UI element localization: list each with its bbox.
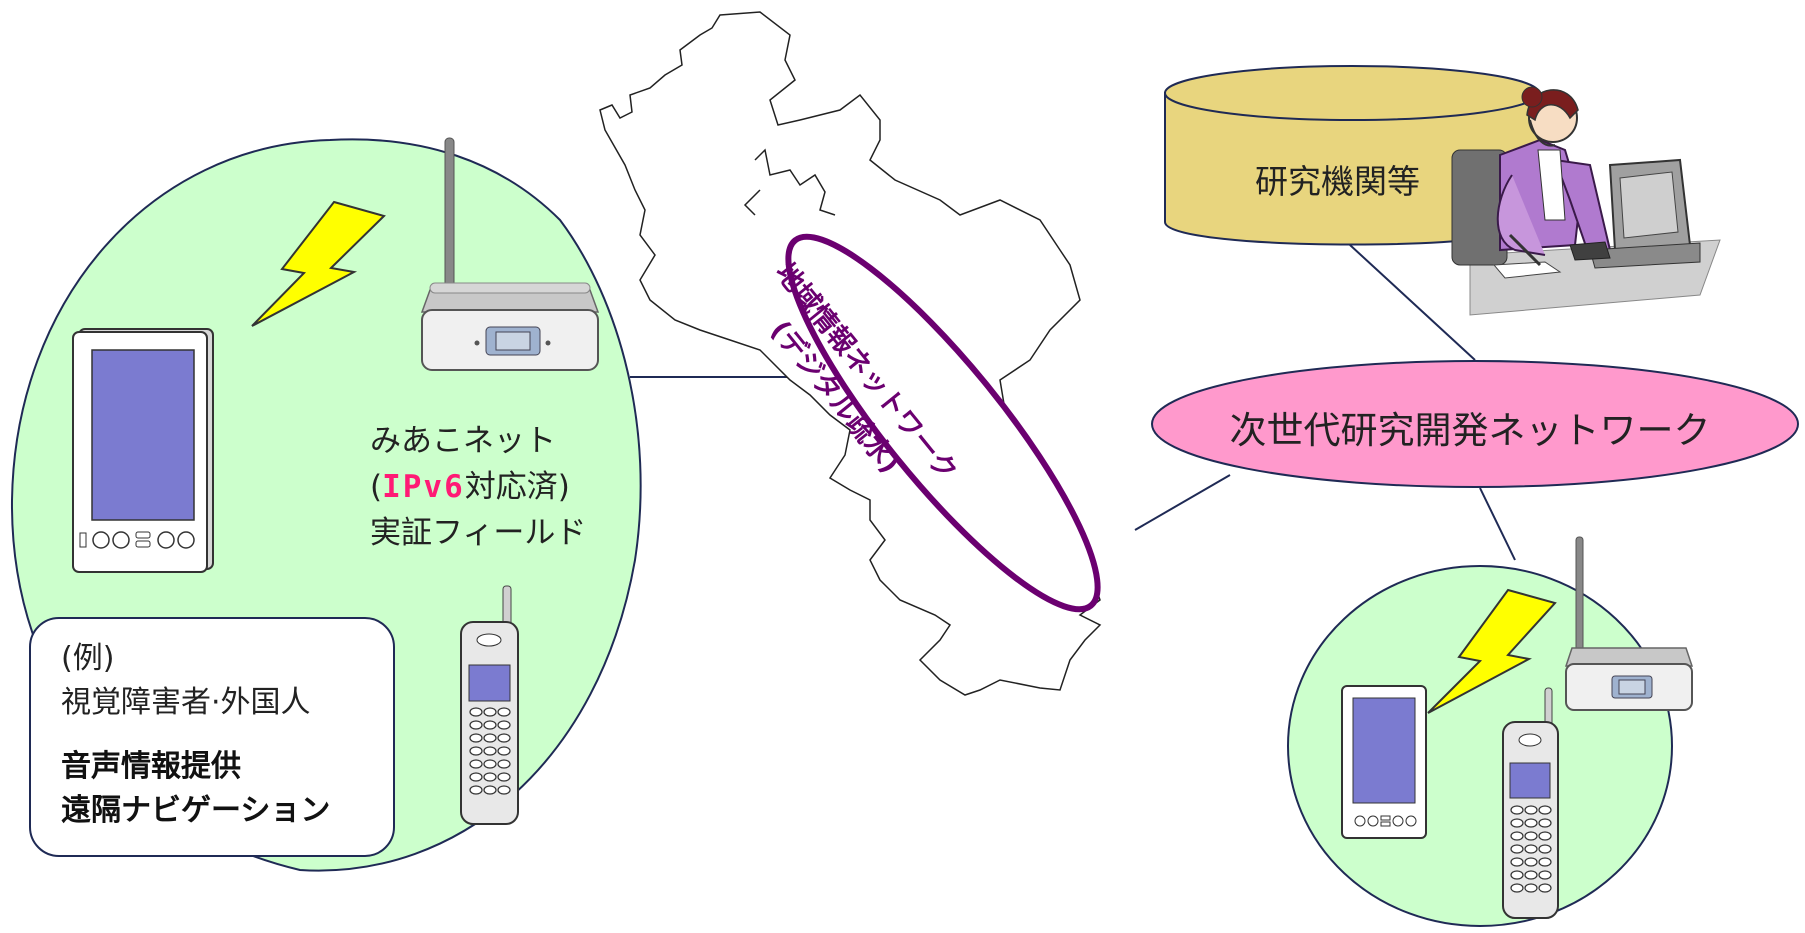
nextgen-network-ellipse xyxy=(1151,360,1799,488)
lightning-icon xyxy=(251,200,386,327)
field-name-line2: (IPv6対応済) xyxy=(370,464,586,510)
example-line2: 視覚障害者·外国人 xyxy=(61,685,311,720)
field-label: みあこネット (IPv6対応済) 実証フィールド xyxy=(370,418,586,556)
line-nextgen-to-field2 xyxy=(1479,487,1516,561)
example-line4: 遠隔ナビゲーション xyxy=(61,793,331,828)
research-org-cylinder xyxy=(1164,65,1541,246)
field-name-line2-rest: 対応済) xyxy=(464,469,570,505)
line-regional-to-nextgen xyxy=(1134,474,1231,531)
field-name-line3: 実証フィールド xyxy=(370,515,587,551)
ipv6-accent: IPv6 xyxy=(382,469,465,505)
nextgen-network-label: 次世代研究開発ネットワーク xyxy=(1229,409,1711,452)
mobile-phone-icon xyxy=(1502,687,1559,919)
field-name-line1: みあこネット xyxy=(370,423,556,459)
research-org-label: 研究機関等 xyxy=(1255,162,1420,201)
regional-network-ellipse xyxy=(785,233,1101,613)
operator-workstation-icon xyxy=(1451,86,1721,316)
example-line1: (例) xyxy=(61,641,115,676)
line-org-to-nextgen xyxy=(1349,244,1476,361)
example-line3: 音声情報提供 xyxy=(61,749,241,784)
example-box: (例) 視覚障害者·外国人 音声情報提供 遠隔ナビゲーション xyxy=(29,617,395,857)
pda-icon xyxy=(72,328,214,573)
wireless-router-icon xyxy=(1564,536,1694,711)
lightning-icon xyxy=(1427,588,1557,714)
kyoto-map-inner xyxy=(743,148,836,216)
field-open-paren: ( xyxy=(370,469,383,505)
wireless-router-icon xyxy=(420,137,600,371)
mobile-phone-icon xyxy=(460,585,519,825)
connector-lines xyxy=(630,244,1516,561)
pda-icon xyxy=(1341,685,1427,839)
